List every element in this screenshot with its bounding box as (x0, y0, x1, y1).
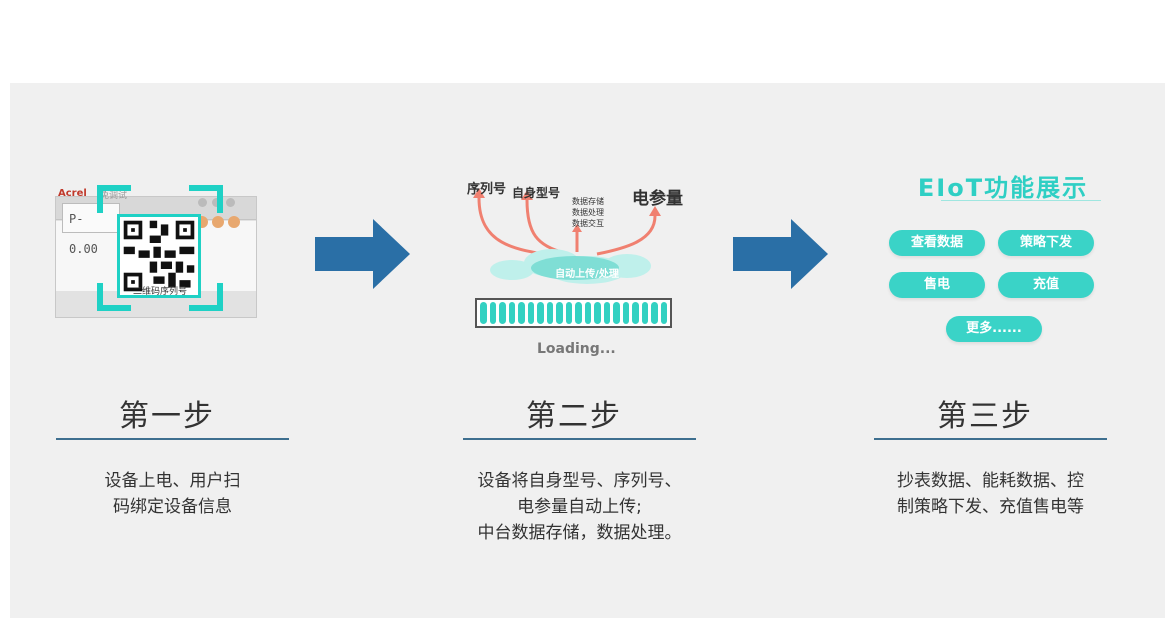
meter-button (228, 216, 240, 228)
step-title: 第二步 (526, 399, 622, 434)
upload-arrows-icon (473, 188, 661, 284)
step-description: 抄表数据、能耗数据、控 制策略下发、充值售电等 (897, 471, 1084, 517)
step-title: 第三步 (937, 399, 1033, 434)
cloud-icon (531, 256, 619, 280)
data-storage-label: 数据存储 (572, 197, 604, 206)
policy-dispatch-button[interactable]: 策略下发 (998, 230, 1094, 256)
electric-label: 电参量 (632, 189, 683, 209)
view-data-button[interactable]: 查看数据 (889, 230, 985, 256)
qr-code-icon (117, 214, 201, 298)
model-label: 自身型号 (512, 186, 561, 200)
eiot-illustration: EIoT功能展示 查看数据 策略下发 售电 充值 更多...... (868, 158, 1158, 368)
data-exchange-label: 数据交互 (572, 219, 604, 228)
sell-power-button[interactable]: 售电 (889, 272, 985, 298)
more-button[interactable]: 更多...... (946, 316, 1042, 342)
loading-bar (475, 298, 672, 328)
step-divider (56, 438, 289, 440)
serial-label: 序列号 (467, 182, 507, 197)
led-icon (226, 198, 235, 207)
meter-button (212, 216, 224, 228)
step-divider (874, 438, 1107, 440)
meter-brand: Acrel (58, 188, 87, 199)
meter-mode: 免调试 (100, 191, 128, 201)
led-icon (212, 198, 221, 207)
cloud-label: 自动上传/处理 (555, 269, 619, 280)
qr-label: 二维码序列号 (132, 287, 187, 297)
right-arrow-icon (733, 219, 828, 289)
step-divider (463, 438, 696, 440)
eiot-title: EIoT功能展示 (917, 174, 1089, 202)
eiot-underline (941, 200, 1101, 201)
upload-illustration: 序列号 自身型号 数据存储 数据处理 数据交互 电参量 自动上传/处理 Load… (457, 158, 747, 368)
led-icon (198, 198, 207, 207)
process-panel: Acrel 免调试 P- 0.00 (10, 83, 1165, 618)
recharge-button[interactable]: 充值 (998, 272, 1094, 298)
loading-text: Loading... (537, 341, 616, 357)
step-title: 第一步 (119, 399, 215, 434)
data-processing-label: 数据处理 (572, 208, 604, 217)
right-arrow-icon (315, 219, 410, 289)
scan-frame-icon (97, 185, 223, 311)
step-description: 设备将自身型号、序列号、 电参量自动上传; 中台数据存储，数据处理。 (477, 471, 682, 543)
meter-illustration: Acrel 免调试 P- 0.00 (50, 158, 340, 368)
step-description: 设备上电、用户扫 码绑定设备信息 (104, 471, 241, 517)
